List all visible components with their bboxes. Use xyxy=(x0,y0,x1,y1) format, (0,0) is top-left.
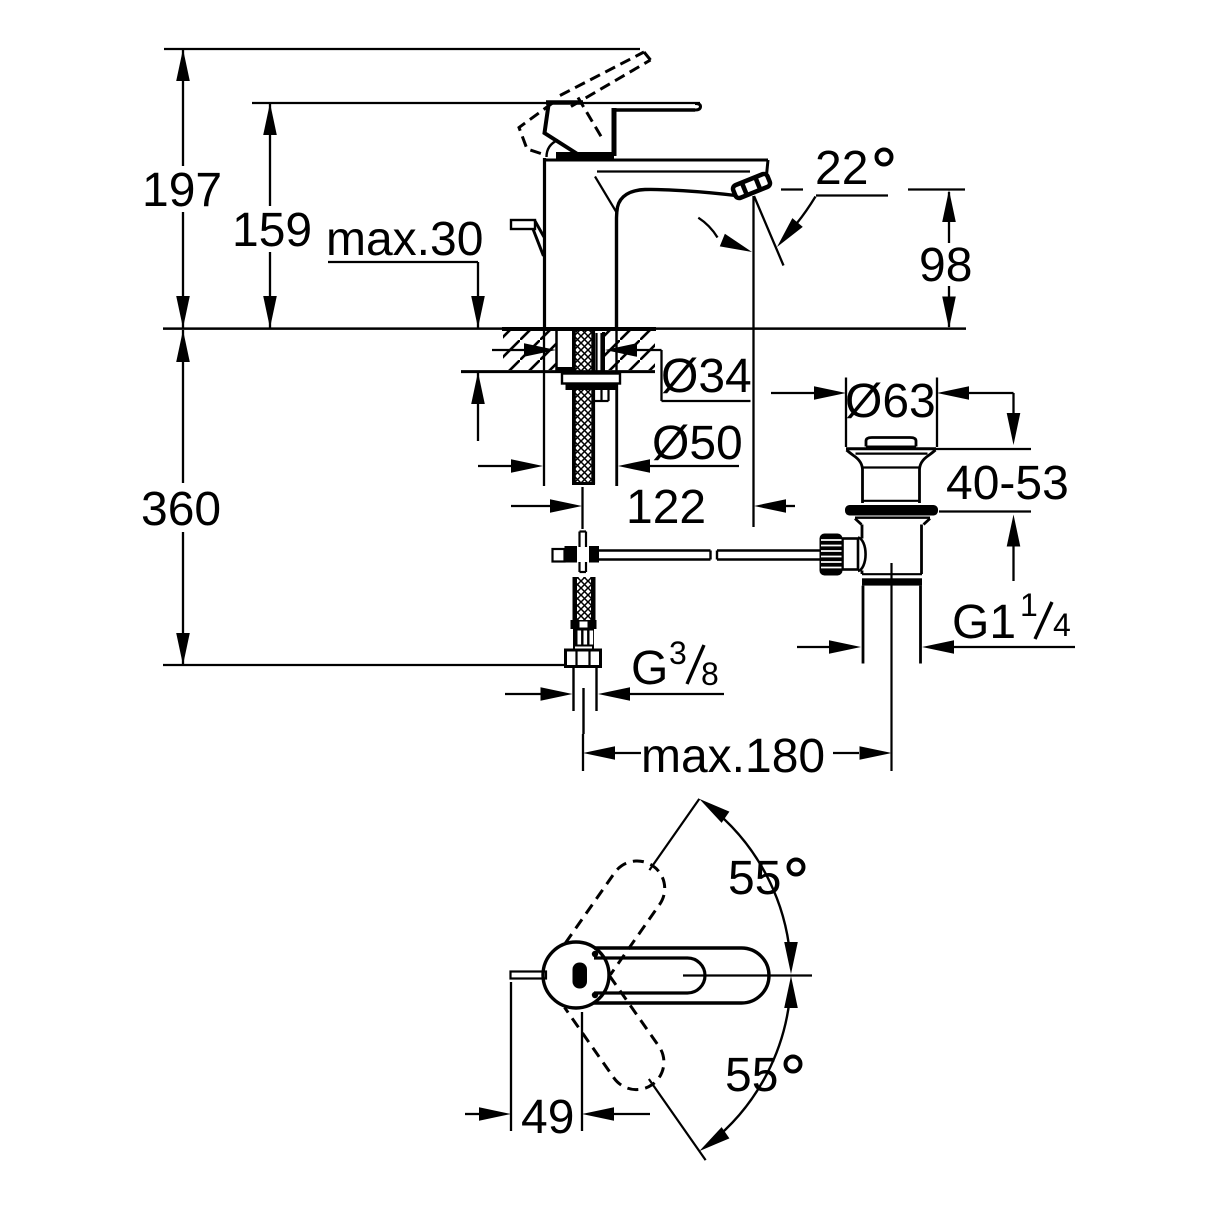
svg-text:8: 8 xyxy=(701,656,719,692)
svg-text:159: 159 xyxy=(232,204,312,257)
svg-text:max.180: max.180 xyxy=(641,730,825,783)
svg-text:122: 122 xyxy=(626,481,706,534)
svg-text:1: 1 xyxy=(1020,587,1038,623)
svg-text:98: 98 xyxy=(919,239,972,292)
svg-text:55: 55 xyxy=(725,1049,778,1102)
svg-text:max.30: max.30 xyxy=(326,213,483,266)
svg-text:Ø50: Ø50 xyxy=(652,417,743,470)
svg-text:3: 3 xyxy=(669,635,687,671)
svg-text:40-53: 40-53 xyxy=(946,457,1069,510)
svg-text:197: 197 xyxy=(142,164,222,217)
svg-text:G1: G1 xyxy=(952,596,1016,649)
svg-text:22: 22 xyxy=(815,142,868,195)
svg-text:Ø34: Ø34 xyxy=(661,350,752,403)
svg-text:4: 4 xyxy=(1053,607,1071,643)
svg-text:55: 55 xyxy=(728,852,781,905)
svg-text:G: G xyxy=(631,642,668,695)
svg-text:Ø63: Ø63 xyxy=(845,375,936,428)
svg-text:360: 360 xyxy=(141,483,221,536)
svg-text:49: 49 xyxy=(521,1091,574,1144)
